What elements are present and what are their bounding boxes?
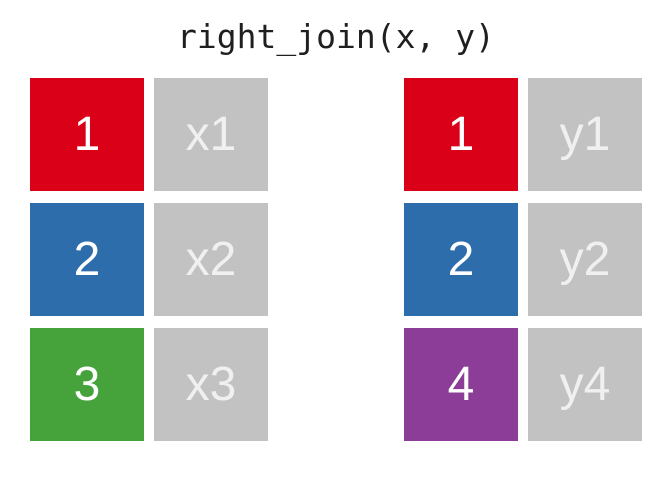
diagram-title: right_join(x, y) [177, 17, 495, 56]
table-y-row1-key-cell: 1 [404, 78, 518, 191]
table-y: 1 y1 2 y2 4 y4 [404, 78, 642, 441]
table-y-row3-key-cell: 4 [404, 328, 518, 441]
table-x-row1-key-cell: 1 [30, 78, 144, 191]
table-y-row3-value-cell: y4 [528, 328, 642, 441]
table-x-row2-key-cell: 2 [30, 203, 144, 316]
table-x-row3-value-cell: x3 [154, 328, 268, 441]
table-y-row1-value-cell: y1 [528, 78, 642, 191]
table-x-row3-key-cell: 3 [30, 328, 144, 441]
table-x: 1 x1 2 x2 3 x3 [30, 78, 268, 441]
table-y-row2-value-cell: y2 [528, 203, 642, 316]
table-x-row1-value-cell: x1 [154, 78, 268, 191]
tables-container: 1 x1 2 x2 3 x3 1 y1 2 y2 4 y4 [30, 78, 642, 441]
table-x-row2-value-cell: x2 [154, 203, 268, 316]
table-y-row2-key-cell: 2 [404, 203, 518, 316]
